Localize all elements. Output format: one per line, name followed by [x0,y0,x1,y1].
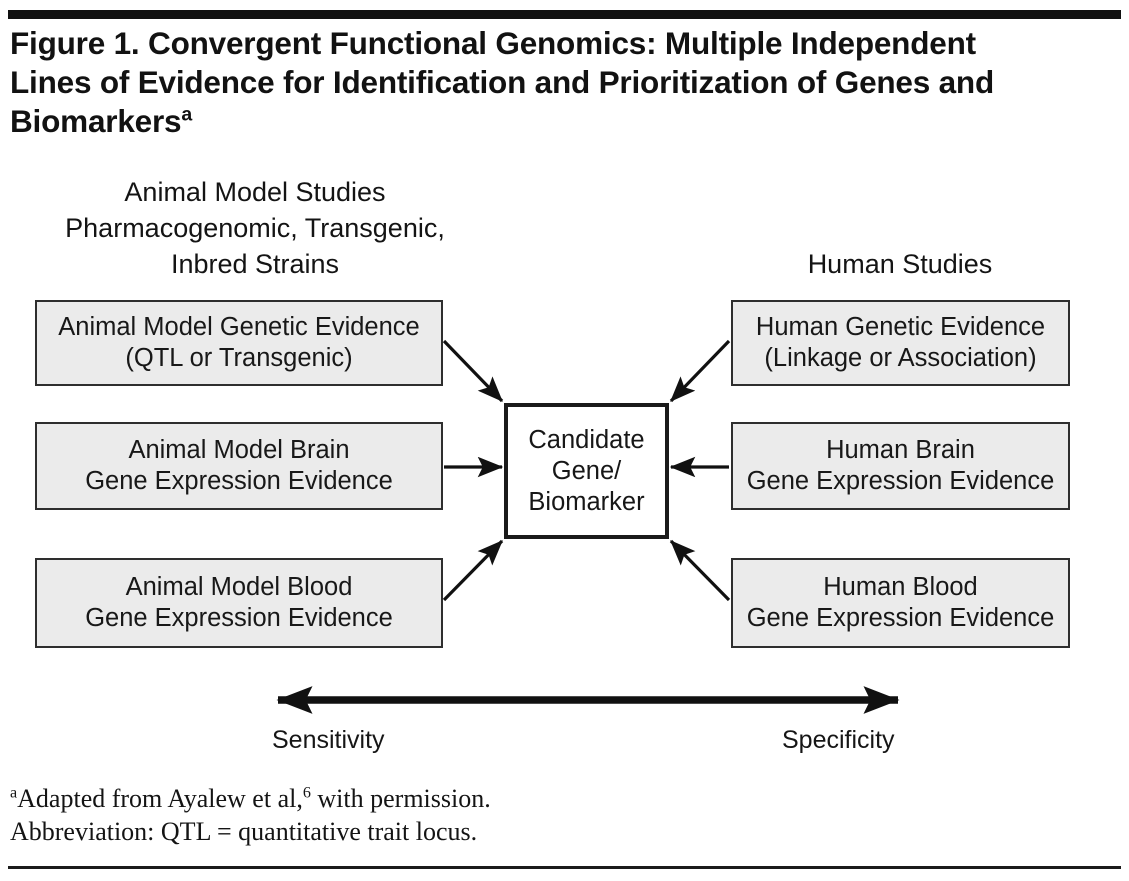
column-header-human-studies: Human Studies [807,249,993,279]
axis-label-specificity: Specificity [782,726,895,754]
arrow-animal-blood-to-center [442,539,504,602]
footnote-marker-a: a [10,784,18,802]
arrow-human-genetic-to-center [669,339,731,403]
footnote-line-source: aAdapted from Ayalew et al,6 with permis… [10,782,1110,815]
footnote-reference-number: 6 [302,784,311,802]
figure-title: Figure 1. Convergent Functional Genomics… [10,24,1070,141]
figure-title-line-2: Lines of Evidence for Identification and… [10,64,995,100]
top-divider-rule [8,10,1121,19]
arrow-human-blood-to-center [669,539,731,602]
axis-label-sensitivity: Sensitivity [272,726,385,754]
figure-footnotes: aAdapted from Ayalew et al,6 with permis… [10,782,1110,848]
box-animal-model-blood-gene-expression-evidence[interactable]: Animal Model Blood Gene Expression Evide… [35,558,443,648]
arrow-animal-genetic-to-center [442,339,504,403]
box-human-blood-gene-expression-evidence[interactable]: Human Blood Gene Expression Evidence [731,558,1070,648]
box-animal-model-genetic-evidence[interactable]: Animal Model Genetic Evidence (QTL or Tr… [35,300,443,386]
bottom-divider-rule [8,866,1121,869]
footnote-source-text: Adapted from Ayalew et al, [17,784,303,813]
footnote-source-tail: with permission. [310,784,491,813]
box-human-genetic-evidence[interactable]: Human Genetic Evidence (Linkage or Assoc… [731,300,1070,386]
figure-title-line-3: Biomarkers [10,103,182,139]
box-candidate-gene-biomarker[interactable]: Candidate Gene/ Biomarker [504,403,669,539]
figure-title-footnote-marker: a [181,103,192,126]
figure-title-line-1: Figure 1. Convergent Functional Genomics… [10,25,976,61]
box-animal-model-brain-gene-expression-evidence[interactable]: Animal Model Brain Gene Expression Evide… [35,422,443,510]
box-human-brain-gene-expression-evidence[interactable]: Human Brain Gene Expression Evidence [731,422,1070,510]
column-header-animal-model-studies: Animal Model Studies Pharmacogenomic, Tr… [65,177,445,279]
footnote-line-abbreviation: Abbreviation: QTL = quantitative trait l… [10,817,478,846]
